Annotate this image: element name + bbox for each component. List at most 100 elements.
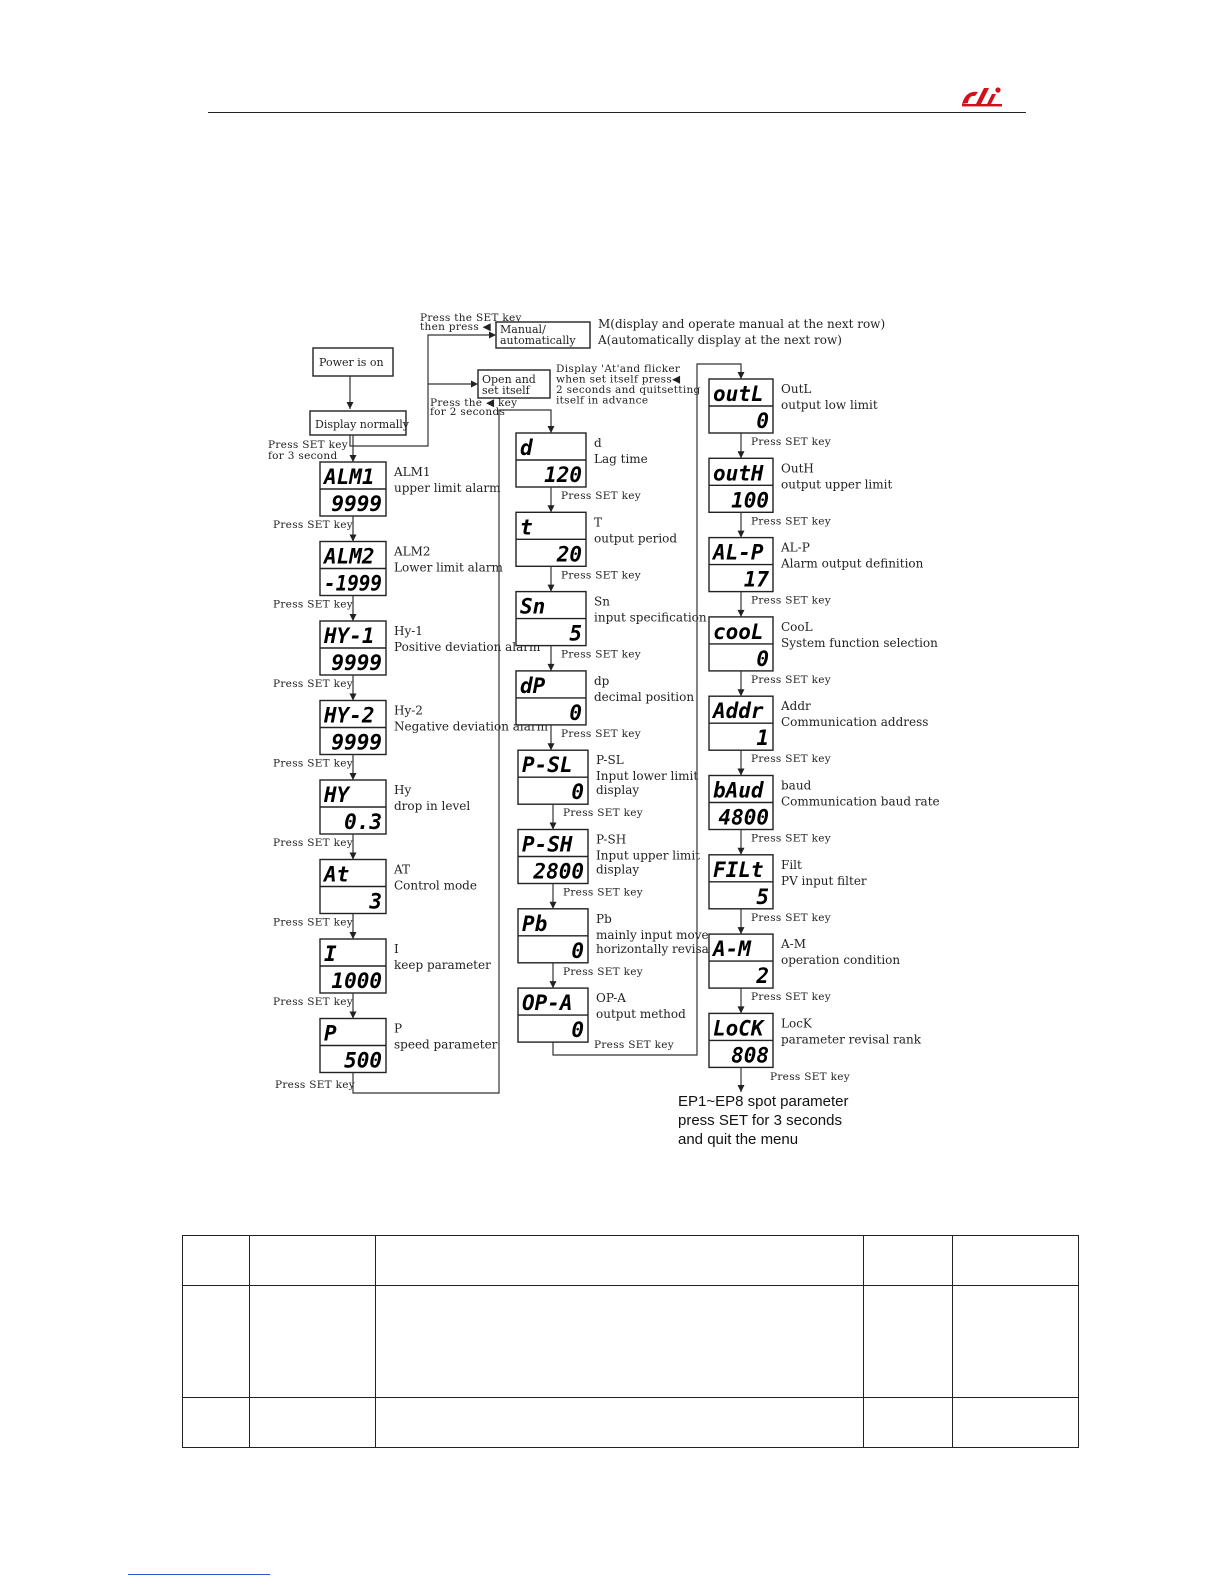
display-code: ALM2 bbox=[322, 545, 375, 569]
parameter-name-label: Hy-2 bbox=[394, 704, 423, 718]
press-set-3s-label: for 3 second bbox=[268, 450, 337, 462]
parameter-desc-label: input specification bbox=[594, 611, 707, 625]
company-logo bbox=[962, 87, 1002, 107]
parameter-name-label: P bbox=[394, 1022, 402, 1036]
power-on-label: Power is on bbox=[319, 356, 384, 369]
display-code: d bbox=[520, 436, 534, 460]
parameter-name-label: OutH bbox=[781, 461, 814, 475]
parameter-desc-label: speed parameter bbox=[394, 1038, 498, 1052]
press-set-label: Press SET key bbox=[273, 519, 353, 531]
parameter-name-label: Pb bbox=[596, 912, 612, 926]
display-code: dP bbox=[520, 674, 546, 698]
press-set-label: Press SET key bbox=[751, 833, 831, 845]
press-set-label: Press SET key bbox=[273, 917, 353, 929]
arrow-head bbox=[547, 505, 555, 513]
table-cell bbox=[375, 1235, 864, 1286]
display-code: cooL bbox=[713, 620, 764, 644]
display-value: 2 bbox=[755, 964, 769, 988]
arrow-head bbox=[349, 693, 357, 701]
power-on-box bbox=[312, 347, 394, 377]
parameter-name-label: T bbox=[594, 515, 602, 529]
parameter-desc-label: keep parameter bbox=[394, 958, 491, 972]
manual-desc-label: M(display and operate manual at the next… bbox=[598, 317, 885, 331]
display-code: t bbox=[520, 515, 533, 539]
press-set-label: Press SET key bbox=[770, 1071, 850, 1083]
press-set-label: Press SET key bbox=[561, 728, 641, 740]
press-set-label: Press SET key bbox=[751, 515, 831, 527]
parameter-display-al-p: AL-P17 bbox=[708, 536, 774, 593]
footer-link-underline[interactable] bbox=[128, 1574, 270, 1575]
parameter-name-label: d bbox=[594, 436, 602, 450]
parameter-name-label: AT bbox=[393, 863, 410, 877]
display-value: 3 bbox=[368, 890, 382, 914]
table-row bbox=[182, 1235, 1079, 1286]
parameter-name-label: OutL bbox=[781, 382, 811, 396]
arrow-head bbox=[737, 847, 745, 855]
display-code: P-SH bbox=[522, 833, 573, 857]
display-code: HY-2 bbox=[323, 704, 375, 728]
display-value: 9999 bbox=[331, 492, 382, 516]
arrow-head bbox=[346, 402, 354, 409]
press-set-label: Press SET key bbox=[561, 490, 641, 502]
parameter-desc-label: Lower limit alarm bbox=[394, 561, 504, 575]
parameter-desc-label: Control mode bbox=[394, 879, 477, 893]
parameter-name-label: I bbox=[394, 942, 399, 956]
connector-line bbox=[552, 363, 742, 1056]
self-tune-desc-label: 2 seconds and quitsetting bbox=[556, 384, 701, 396]
parameter-desc-label: Communication baud rate bbox=[781, 795, 940, 809]
parameter-name-label: ALM2 bbox=[393, 545, 431, 559]
arrow-head bbox=[349, 773, 357, 780]
parameter-desc-label: output method bbox=[596, 1007, 686, 1021]
display-value: 100 bbox=[731, 488, 769, 512]
table-cell bbox=[182, 1285, 250, 1398]
display-code: P-SL bbox=[522, 753, 573, 777]
press-set-label: Press SET key bbox=[273, 837, 353, 849]
press-set-label: Press SET key bbox=[751, 753, 831, 765]
arrow-head bbox=[737, 689, 745, 697]
parameter-display-sn: Sn5 bbox=[515, 590, 587, 647]
manual-auto-label: Manual/ bbox=[500, 323, 546, 336]
final-note-label: press SET for 3 seconds bbox=[678, 1112, 842, 1129]
parameter-desc-label: Alarm output definition bbox=[780, 557, 924, 571]
parameter-name-label: dp bbox=[594, 674, 610, 688]
table-cell bbox=[249, 1235, 376, 1286]
display-value: 9999 bbox=[331, 651, 382, 675]
press-set-label: Press SET key bbox=[273, 758, 353, 770]
display-value: 0 bbox=[569, 701, 582, 725]
table-row bbox=[182, 1285, 1079, 1398]
parameter-name-label: ALM1 bbox=[393, 465, 431, 479]
display-value: 808 bbox=[731, 1043, 769, 1067]
arrow-head bbox=[737, 1085, 745, 1092]
parameter-display-p-sh: P-SH 2800 bbox=[517, 828, 589, 885]
parameter-name-label: Addr bbox=[780, 699, 811, 713]
display-code: OP-A bbox=[522, 991, 573, 1015]
display-value: 2800 bbox=[532, 860, 584, 884]
parameter-display-a-m: A-M2 bbox=[708, 933, 774, 989]
parameter-desc-label: Communication address bbox=[781, 715, 928, 729]
display-normally-box bbox=[309, 410, 407, 436]
press-set-label: Press SET key bbox=[751, 595, 831, 607]
press-set-label: Press SET key bbox=[273, 599, 353, 611]
manual-auto-label: automatically bbox=[500, 334, 576, 347]
display-value: 1 bbox=[756, 726, 769, 750]
parameter-desc-label: decimal position bbox=[594, 690, 694, 704]
table-cell bbox=[249, 1397, 376, 1448]
table-row bbox=[182, 1397, 1079, 1448]
table-cell bbox=[863, 1285, 953, 1398]
arrow-head bbox=[737, 451, 745, 459]
table-cell bbox=[952, 1235, 1079, 1286]
display-code: P bbox=[324, 1022, 337, 1046]
display-value: 0 bbox=[571, 1018, 584, 1042]
arrow-head bbox=[737, 530, 745, 538]
parameter-name-label: P-SL bbox=[596, 753, 624, 767]
arrow-head bbox=[549, 822, 557, 830]
arrow-head bbox=[737, 927, 745, 935]
manual-hint-label: Press the SET key bbox=[420, 312, 522, 324]
display-code: HY bbox=[323, 783, 351, 807]
